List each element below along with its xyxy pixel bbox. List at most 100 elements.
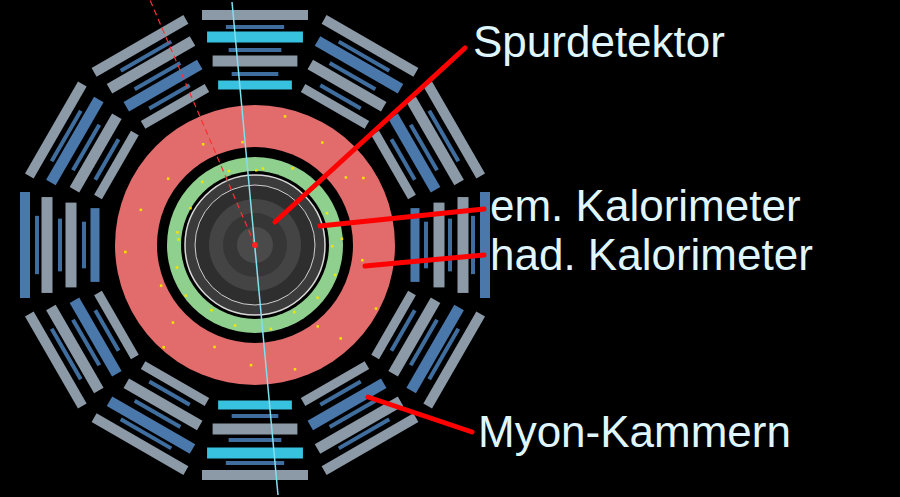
leader-line xyxy=(320,209,484,226)
leader-lines xyxy=(275,48,484,432)
muon-chamber xyxy=(388,114,440,193)
deposit xyxy=(262,167,265,170)
deposit xyxy=(316,325,319,328)
deposit xyxy=(241,141,244,144)
muon-chamber xyxy=(329,399,377,429)
deposit xyxy=(160,284,163,287)
deposit xyxy=(213,346,216,349)
deposit xyxy=(162,346,165,349)
muon-chamber xyxy=(50,110,83,162)
muon-chamber xyxy=(92,15,189,77)
deposit xyxy=(189,207,192,210)
deposit xyxy=(361,259,364,262)
deposit xyxy=(331,245,334,248)
energy-deposits xyxy=(124,115,377,370)
muon-chamber xyxy=(94,309,121,351)
muon-chamber xyxy=(319,380,361,407)
deposit xyxy=(321,141,324,144)
deposit xyxy=(293,311,296,314)
muon-chamber xyxy=(213,56,298,67)
tracker-ring xyxy=(237,227,273,263)
deposit xyxy=(294,368,297,371)
muon-chamber xyxy=(148,84,190,111)
muon-chamber xyxy=(71,124,101,172)
muon-chamber xyxy=(202,10,308,20)
muon-chamber xyxy=(390,138,417,180)
deposit xyxy=(172,321,175,324)
muon-chamber xyxy=(207,32,303,43)
muon-chamber xyxy=(92,413,189,475)
deposit xyxy=(176,231,179,234)
muon-chamber xyxy=(319,84,361,111)
track xyxy=(150,0,255,245)
deposit xyxy=(316,296,319,299)
muon-chamber xyxy=(70,114,122,193)
muon-chamber xyxy=(202,470,308,480)
muon-chamber xyxy=(134,61,182,91)
muon-chamber xyxy=(329,61,377,91)
muon-chamber xyxy=(213,424,298,435)
muon-track xyxy=(232,2,278,495)
muon-chamber xyxy=(308,378,387,430)
part-label: Spurdetektor xyxy=(473,18,725,66)
muon-chamber xyxy=(35,216,39,274)
muon-chamber xyxy=(120,417,172,450)
part-label: had. Kalorimeter xyxy=(490,231,813,279)
deposit xyxy=(375,307,378,310)
deposit xyxy=(167,177,170,180)
deposit xyxy=(140,209,143,212)
muon-chamber xyxy=(124,378,203,430)
muon-chamber xyxy=(471,216,475,274)
muon-chamber xyxy=(308,60,387,112)
deposit xyxy=(202,143,205,146)
muon-chamber xyxy=(91,208,100,282)
deposit xyxy=(270,328,273,331)
leader-line xyxy=(365,255,484,266)
deposit xyxy=(201,181,204,184)
deposit xyxy=(255,169,258,172)
deposit xyxy=(341,238,344,241)
muon-chamber xyxy=(134,399,182,429)
muon-chamber xyxy=(409,319,439,367)
deposit xyxy=(250,364,253,367)
muon-chamber xyxy=(25,82,87,179)
muon-chamber xyxy=(338,417,390,450)
deposit xyxy=(326,212,329,215)
deposit xyxy=(124,251,127,254)
muon-chamber xyxy=(148,380,190,407)
deposit xyxy=(345,176,348,179)
deposit xyxy=(228,170,231,173)
muon-chamber xyxy=(390,309,417,351)
muon-chamber xyxy=(207,448,303,459)
muon-chamber xyxy=(20,192,30,298)
muon-chamber xyxy=(427,110,460,162)
deposit xyxy=(210,309,213,312)
muon-chamber xyxy=(58,219,62,272)
muon-chamber xyxy=(94,138,121,180)
part-label: Myon-Kammern xyxy=(478,408,791,456)
muon-chamber xyxy=(124,60,203,112)
muon-chamber xyxy=(50,328,83,380)
leader-line xyxy=(368,397,472,432)
leader-line xyxy=(275,48,465,222)
muon-chamber xyxy=(82,222,86,269)
muon-chamber xyxy=(322,413,419,475)
muon-chamber xyxy=(71,319,101,367)
deposit xyxy=(334,274,337,277)
muon-chamber xyxy=(423,312,485,409)
muon-chamber xyxy=(25,312,87,409)
deposit xyxy=(177,238,180,241)
deposit xyxy=(339,337,342,340)
deposit xyxy=(284,115,287,118)
muon-chamber xyxy=(427,328,460,380)
muon-chamber xyxy=(70,298,122,377)
muon-chamber xyxy=(423,82,485,179)
muon-chamber xyxy=(388,298,440,377)
muon-chamber xyxy=(218,81,292,90)
muon-chamber xyxy=(218,401,292,410)
muon-chamber xyxy=(448,219,452,272)
muon-chambers xyxy=(20,10,490,480)
hadron-calorimeter xyxy=(115,105,395,385)
